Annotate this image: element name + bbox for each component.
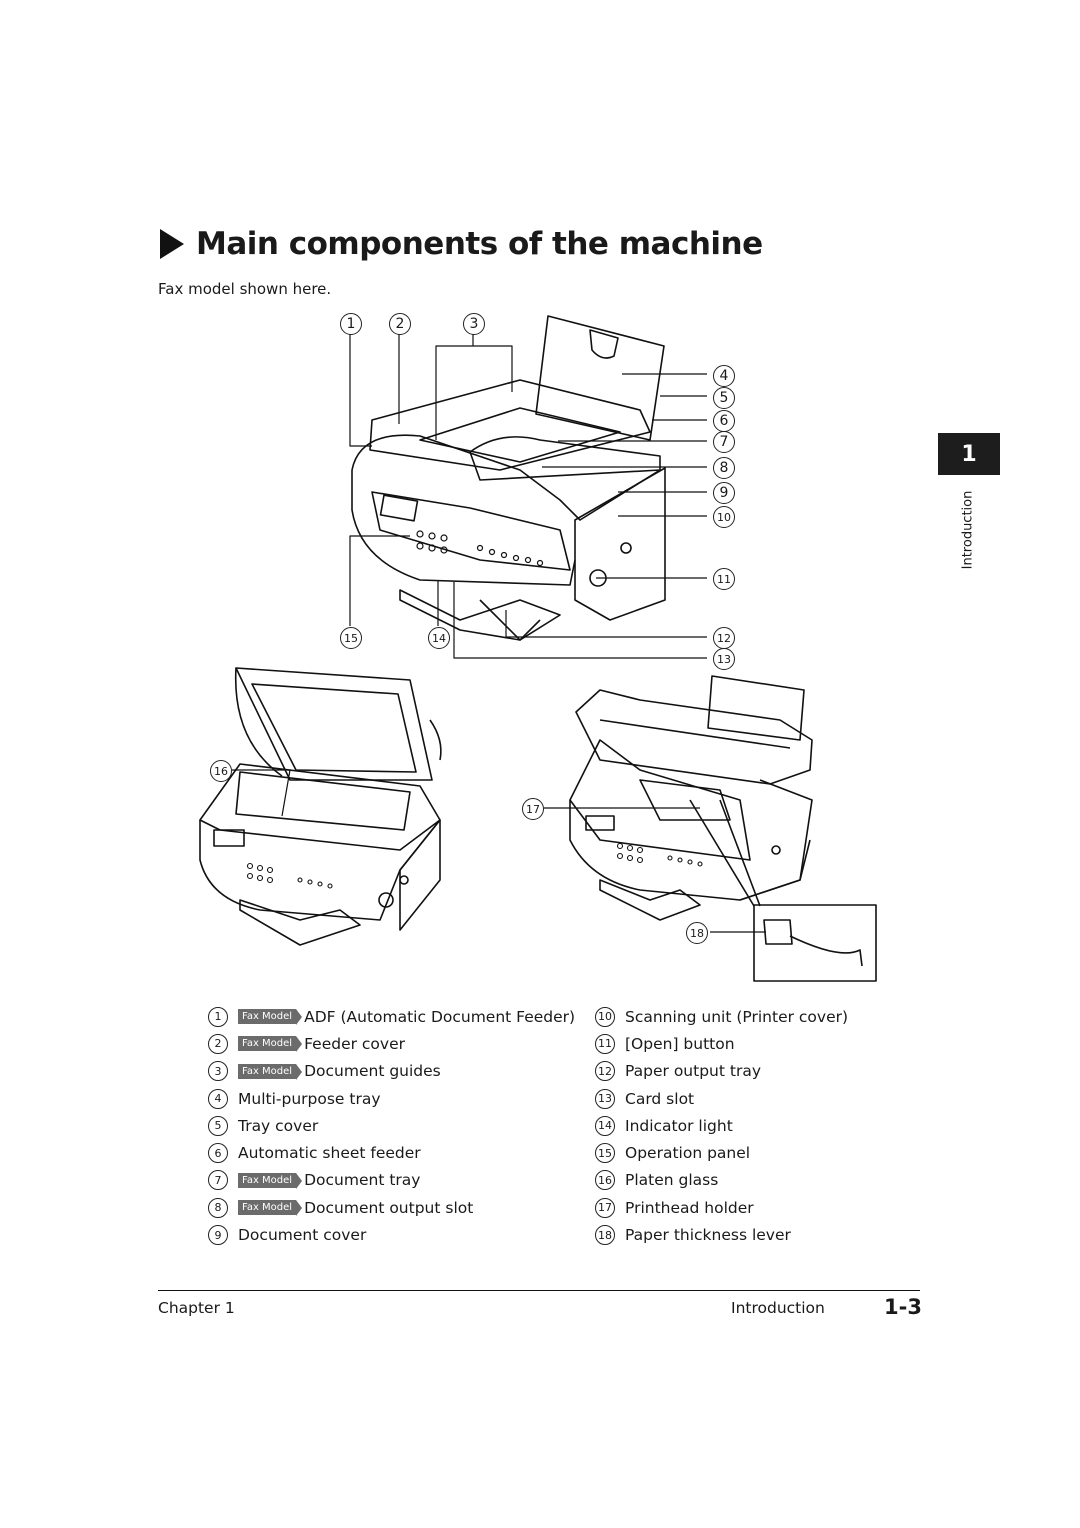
machine-illustration <box>199 315 877 982</box>
callout-10: 10 <box>713 506 735 528</box>
legend-label: Multi-purpose tray <box>238 1089 381 1108</box>
legend-number: 3 <box>208 1061 228 1082</box>
legend-number: 15 <box>595 1143 615 1164</box>
legend-label: ADF (Automatic Document Feeder) <box>304 1007 576 1026</box>
legend-item: 8 Fax Model Document output slot <box>208 1194 578 1221</box>
legend-number: 18 <box>595 1225 615 1246</box>
legend-item: 3 Fax Model Document guides <box>208 1058 578 1085</box>
legend-label: Feeder cover <box>304 1034 405 1053</box>
legend-item: 5 Tray cover <box>208 1112 578 1139</box>
callout-6: 6 <box>713 410 735 432</box>
legend-label: Document cover <box>238 1226 367 1245</box>
legend-label: Scanning unit (Printer cover) <box>625 1007 849 1026</box>
callout-7: 7 <box>713 431 735 453</box>
legend-number: 1 <box>208 1006 228 1027</box>
legend-number: 8 <box>208 1197 228 1218</box>
legend-number: 6 <box>208 1143 228 1164</box>
page-number: 1-3 <box>884 1295 922 1319</box>
fax-model-badge: Fax Model <box>238 1200 303 1217</box>
legend-left: 1 Fax Model ADF (Automatic Document Feed… <box>208 1003 578 1249</box>
legend-number: 10 <box>595 1006 615 1027</box>
legend-label: Card slot <box>625 1089 695 1108</box>
callout-9: 9 <box>713 482 735 504</box>
legend-item: 15 Operation panel <box>595 1139 895 1166</box>
legend-number: 7 <box>208 1170 228 1191</box>
legend-label: Document guides <box>304 1062 441 1081</box>
legend-item: 4 Multi-purpose tray <box>208 1085 578 1112</box>
legend-label: Document output slot <box>304 1198 474 1217</box>
keypad-dots <box>416 530 544 567</box>
legend-item: 11 [Open] button <box>595 1030 895 1057</box>
legend-number: 12 <box>595 1061 615 1082</box>
legend-item: 12 Paper output tray <box>595 1058 895 1085</box>
callout-5: 5 <box>713 387 735 409</box>
triangle-bullet-icon <box>160 229 184 259</box>
chapter-tab-label: Introduction <box>960 490 976 569</box>
fax-model-badge: Fax Model <box>238 1063 303 1080</box>
legend-item: 18 Paper thickness lever <box>595 1221 895 1248</box>
chapter-tab: 1 <box>938 433 1000 475</box>
legend-label: Indicator light <box>625 1116 733 1135</box>
footer-section: Introduction <box>731 1299 825 1317</box>
callout-8: 8 <box>713 457 735 479</box>
callout-1: 1 <box>340 313 362 335</box>
legend-item: 9 Document cover <box>208 1221 578 1248</box>
legend-number: 9 <box>208 1225 228 1246</box>
legend-item: 16 Platen glass <box>595 1167 895 1194</box>
callout-11: 11 <box>713 568 735 590</box>
legend-item: 7 Fax Model Document tray <box>208 1167 578 1194</box>
legend-item: 10 Scanning unit (Printer cover) <box>595 1003 895 1030</box>
section-heading: Main components of the machine <box>160 226 763 262</box>
legend-item: 1 Fax Model ADF (Automatic Document Feed… <box>208 1003 578 1030</box>
legend-item: 14 Indicator light <box>595 1112 895 1139</box>
machine-open-view <box>199 667 442 946</box>
legend-number: 17 <box>595 1197 615 1218</box>
legend-label: Document tray <box>304 1171 421 1190</box>
figure-note: Fax model shown here. <box>158 280 332 298</box>
fax-model-badge: Fax Model <box>238 1009 303 1026</box>
machine-printer-view <box>569 675 877 982</box>
legend-right: 10 Scanning unit (Printer cover) 11 [Ope… <box>595 1003 895 1249</box>
legend-label: Automatic sheet feeder <box>238 1144 421 1163</box>
fax-model-badge: Fax Model <box>238 1172 303 1189</box>
callout-14: 14 <box>428 627 450 649</box>
callout-12: 12 <box>713 627 735 649</box>
callout-4: 4 <box>713 365 735 387</box>
callout-16: 16 <box>210 760 232 782</box>
legend-number: 11 <box>595 1033 615 1054</box>
legend-label: Paper output tray <box>625 1062 761 1081</box>
legend-item: 2 Fax Model Feeder cover <box>208 1030 578 1057</box>
legend-item: 6 Automatic sheet feeder <box>208 1139 578 1166</box>
footer-chapter: Chapter 1 <box>158 1299 235 1317</box>
legend-number: 5 <box>208 1115 228 1136</box>
leader-lines <box>232 333 766 933</box>
footer-divider <box>158 1290 920 1291</box>
callout-15: 15 <box>340 627 362 649</box>
callout-3: 3 <box>463 313 485 335</box>
legend-label: [Open] button <box>625 1034 735 1053</box>
legend-number: 16 <box>595 1170 615 1191</box>
legend-item: 13 Card slot <box>595 1085 895 1112</box>
machine-main-view <box>351 315 666 641</box>
legend-item: 17 Printhead holder <box>595 1194 895 1221</box>
legend-label: Tray cover <box>238 1116 319 1135</box>
callout-13: 13 <box>713 648 735 670</box>
legend-number: 2 <box>208 1033 228 1054</box>
legend-number: 4 <box>208 1088 228 1109</box>
fax-model-badge: Fax Model <box>238 1036 303 1053</box>
callout-17: 17 <box>522 798 544 820</box>
legend-number: 14 <box>595 1115 615 1136</box>
callout-2: 2 <box>389 313 411 335</box>
legend-label: Paper thickness lever <box>625 1226 791 1245</box>
legend-label: Operation panel <box>625 1144 751 1163</box>
callout-18: 18 <box>686 922 708 944</box>
page-title: Main components of the machine <box>196 226 763 262</box>
legend-label: Platen glass <box>625 1171 719 1190</box>
legend-number: 13 <box>595 1088 615 1109</box>
legend-label: Printhead holder <box>625 1198 754 1217</box>
